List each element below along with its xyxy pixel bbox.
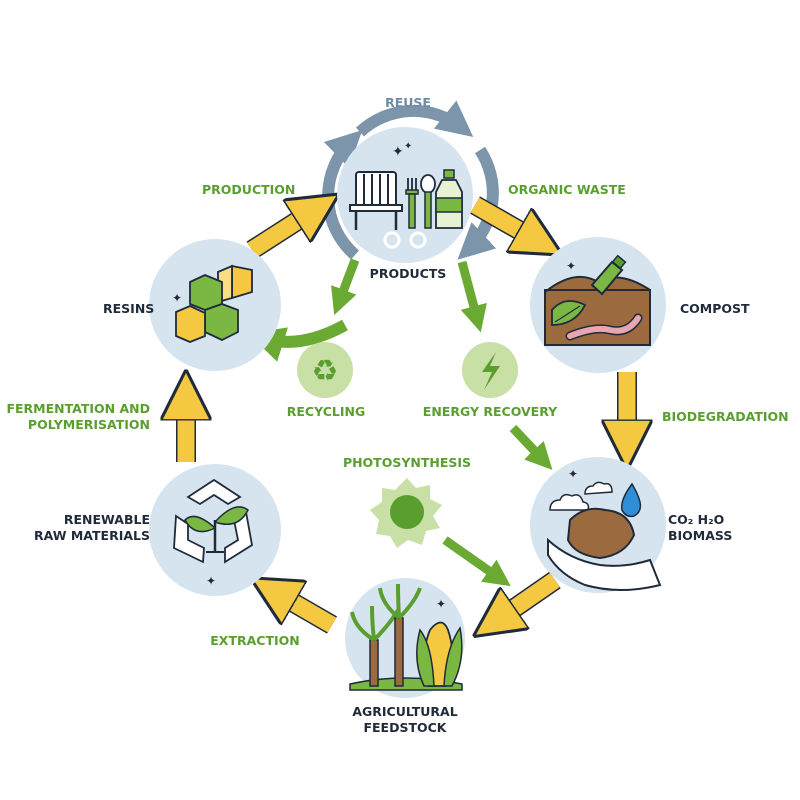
fermentation-label-line1: FERMENTATION AND: [6, 401, 150, 416]
recycling-label: RECYCLING: [287, 404, 365, 419]
plastic-bottle-icon: [590, 254, 627, 296]
extraction-label: EXTRACTION: [210, 633, 299, 648]
photosynthesis-label: PHOTOSYNTHESIS: [343, 455, 471, 470]
yellow-cycle-arrows: [186, 205, 627, 625]
cloud-icon: [549, 481, 613, 511]
fork-icon: [405, 178, 419, 229]
production-label: PRODUCTION: [202, 182, 295, 197]
water-drop-icon: [620, 482, 642, 518]
renewable-label-line2: RAW MATERIALS: [34, 528, 150, 543]
organic-waste-label: ORGANIC WASTE: [508, 182, 626, 197]
products-label: PRODUCTS: [370, 266, 447, 281]
sun-icon: [390, 495, 424, 529]
resins-node: ✦: [149, 239, 281, 371]
agricultural-label-line2: FEEDSTOCK: [363, 720, 447, 735]
biomass-label: BIOMASS: [668, 528, 732, 543]
resin-cubes-icon: [175, 264, 253, 343]
agricultural-node: ✦: [345, 578, 465, 698]
products-node: ✦ ✦: [337, 127, 473, 263]
soil-icon: [566, 507, 636, 560]
compost-node: ✦: [530, 237, 666, 373]
sparkle-icon: ✦: [568, 467, 578, 481]
recycling-icon: ♻: [312, 354, 339, 389]
sparkle-icon-small: ✦: [404, 141, 412, 152]
sugarcane-icon: [350, 583, 422, 687]
spoon-icon: [420, 174, 436, 229]
reuse-label: REUSE: [385, 95, 431, 110]
compost-label: COMPOST: [680, 301, 750, 316]
sparkle-icon: ✦: [392, 144, 404, 160]
energy-recovery-node: [462, 342, 518, 398]
bottle-icon: [435, 169, 463, 229]
hand-icon: [547, 537, 662, 591]
fermentation-label-line2: POLYMERISATION: [28, 417, 150, 432]
sparkle-icon: ✦: [172, 291, 182, 305]
energy-recovery-label: ENERGY RECOVERY: [423, 404, 558, 419]
recycling-node: ♻: [297, 342, 353, 398]
chair-icon: [349, 171, 403, 230]
sprout-icon: [184, 506, 249, 553]
lightning-icon: [482, 352, 500, 390]
agricultural-label-line1: AGRICULTURAL: [352, 704, 457, 719]
worm-icon: [565, 313, 643, 341]
biomass-node: ✦: [530, 457, 666, 593]
sun-node: [370, 478, 442, 548]
leaf-icon: [551, 300, 587, 326]
sparkle-icon: ✦: [206, 574, 216, 588]
biodegradation-label: BIODEGRADATION: [662, 409, 789, 424]
renewable-label-line1: RENEWABLE: [64, 512, 150, 527]
sparkle-icon: ✦: [436, 597, 446, 611]
corn-icon: [416, 621, 463, 687]
renewable-node: ✦: [149, 464, 281, 596]
co2-h2o-label: CO₂ H₂O: [668, 512, 724, 527]
gears-icon: [383, 231, 427, 249]
sparkle-icon: ✦: [566, 259, 576, 273]
resins-label: RESINS: [103, 301, 154, 316]
